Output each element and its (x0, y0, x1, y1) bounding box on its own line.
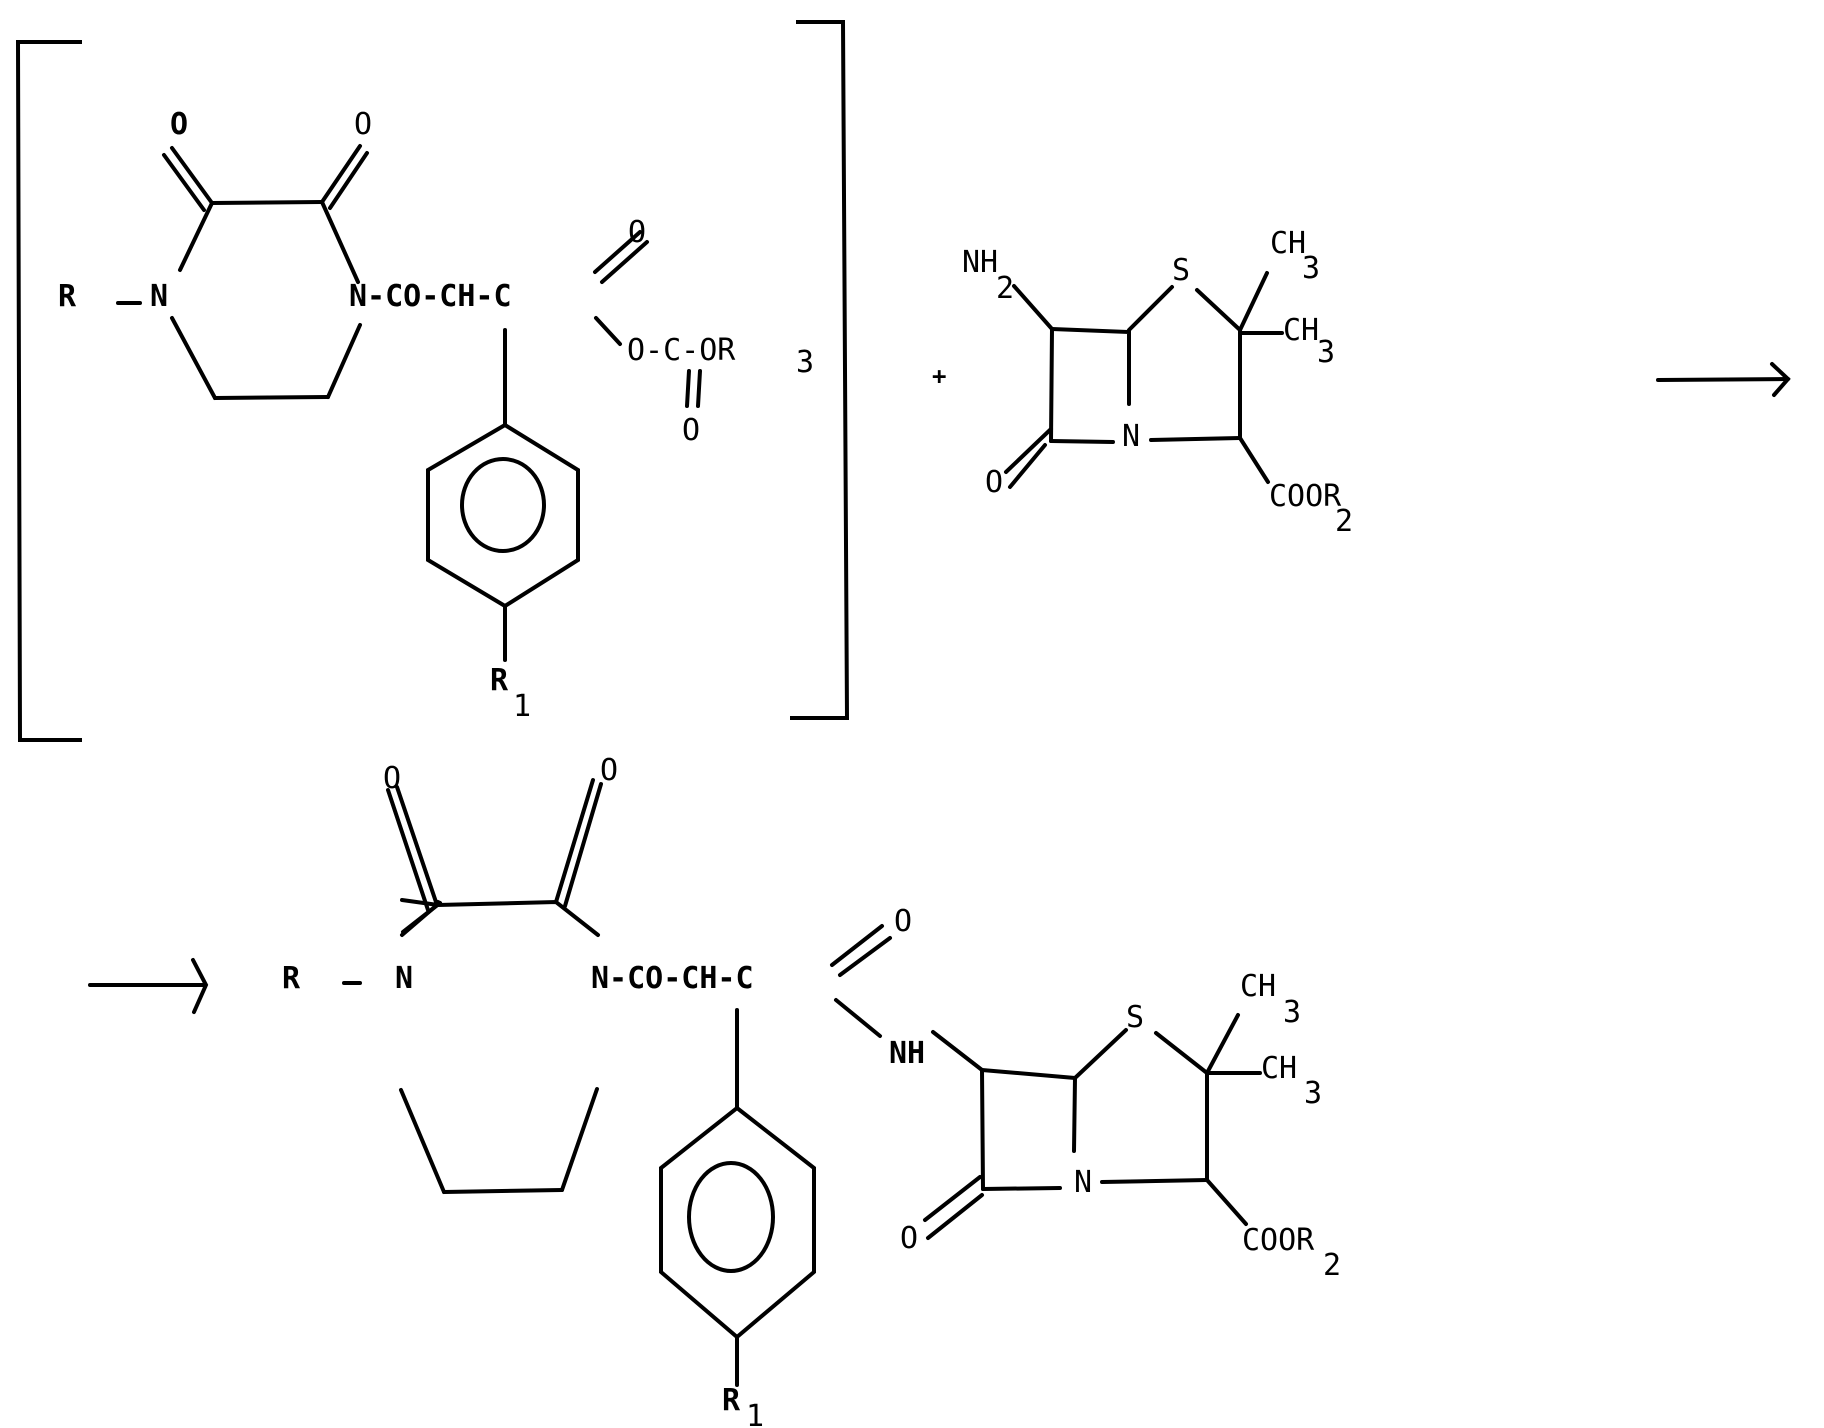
r1-label: R (490, 663, 509, 698)
methyl-label: CH (1240, 969, 1276, 1004)
reactant-1-structure (116, 144, 702, 662)
oxo-label: O (383, 761, 401, 796)
subscript: 2 (996, 271, 1014, 306)
ester-label: COOR (1269, 479, 1342, 514)
carbonyl-oxygen-label: O (894, 904, 912, 939)
amine-label: NH (962, 245, 998, 280)
amide-nh-label: NH (889, 1036, 925, 1071)
subscript: 3 (1283, 995, 1301, 1030)
subscript: 3 (796, 345, 814, 380)
nitrogen-label: N (1122, 419, 1140, 454)
subscript: 1 (746, 1399, 764, 1428)
methyl-label: CH (1283, 313, 1319, 348)
subscript: 2 (1335, 504, 1353, 539)
r1-label: R (722, 1383, 741, 1418)
carbonate-oxygen-label: O (682, 413, 700, 448)
reaction-arrow (88, 958, 209, 1014)
r-group-label: R (282, 961, 301, 996)
oxo-label: O (600, 753, 618, 788)
reactant-2-labels: NH 2 S N O CH 3 CH 3 COOR 2 (962, 226, 1353, 539)
oxygen-label: O (985, 465, 1003, 500)
r-group-label: R (58, 279, 77, 314)
nitrogen-label: N (150, 279, 168, 314)
carbonyl-oxygen-label: O (628, 215, 646, 250)
plus-sign: + (932, 362, 946, 390)
oxo-label: O (354, 107, 372, 142)
subscript: 3 (1317, 335, 1335, 370)
subscript: 3 (1304, 1076, 1322, 1111)
subscript: 2 (1323, 1248, 1341, 1283)
carbonate-label: O-C-OR (627, 333, 736, 368)
subscript: 3 (1302, 251, 1320, 286)
reactant-2-structure (1004, 271, 1791, 489)
ester-label: COOR (1242, 1223, 1315, 1258)
nitrogen-label: N (395, 961, 413, 996)
acyl-chain-label: N-CO-CH-C (349, 279, 512, 314)
oxygen-label: O (900, 1221, 918, 1256)
sulfur-label: S (1172, 253, 1190, 288)
product-structure (342, 778, 1262, 1387)
reactant-1-bracket (15, 20, 850, 742)
sulfur-label: S (1126, 1000, 1144, 1035)
subscript: 1 (513, 689, 531, 724)
acyl-chain-label: N-CO-CH-C (591, 961, 754, 996)
methyl-label: CH (1270, 226, 1306, 261)
reactant-1-labels: O O R N N-CO-CH-C O O-C-OR 3 O R 1 (58, 107, 814, 724)
oxo-label: O (170, 107, 188, 142)
nitrogen-label: N (1074, 1165, 1092, 1200)
methyl-label: CH (1261, 1051, 1297, 1086)
product-labels: O O R N N-CO-CH-C O NH R R 1 S N O CH 3 … (282, 753, 1341, 1428)
